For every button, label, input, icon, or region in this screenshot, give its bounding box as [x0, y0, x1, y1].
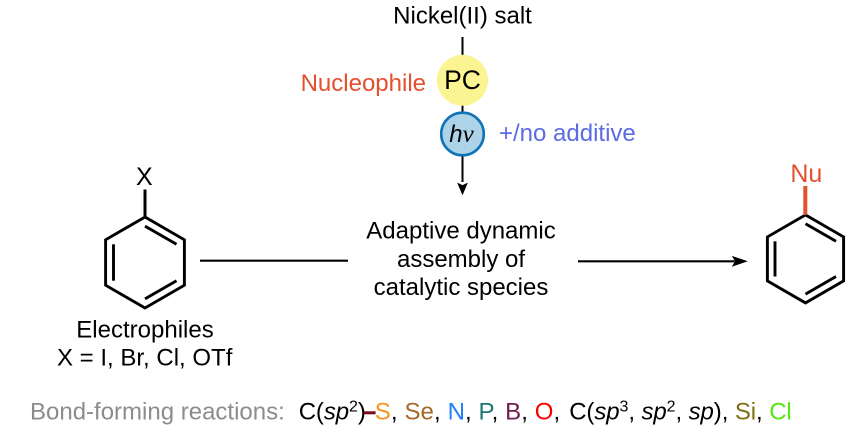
svg-text:Nu: Nu: [790, 160, 822, 188]
svg-text:PC: PC: [444, 65, 481, 95]
svg-text:X = I, Br, Cl, OTf: X = I, Br, Cl, OTf: [57, 345, 233, 372]
svg-text:assembly of: assembly of: [397, 246, 525, 273]
svg-text:+/no additive: +/no additive: [499, 120, 636, 147]
svg-text:Electrophiles: Electrophiles: [76, 317, 213, 344]
svg-text:Nickel(II) salt: Nickel(II) salt: [393, 3, 532, 30]
svg-text:hν: hν: [449, 121, 474, 148]
svg-text:catalytic species: catalytic species: [374, 274, 549, 301]
svg-text:C(sp2): C(sp2): [299, 398, 366, 425]
svg-text:S, Se, N, P, B, O,: S, Se, N, P, B, O,: [375, 398, 561, 425]
svg-text:Adaptive dynamic: Adaptive dynamic: [366, 218, 555, 245]
svg-text:Bond-forming reactions:: Bond-forming reactions:: [30, 398, 285, 425]
svg-text:C(sp3, sp2, sp), Si, Cl: C(sp3, sp2, sp), Si, Cl: [569, 398, 791, 425]
svg-text:Nucleophile: Nucleophile: [301, 70, 426, 97]
svg-text:X: X: [136, 163, 153, 191]
